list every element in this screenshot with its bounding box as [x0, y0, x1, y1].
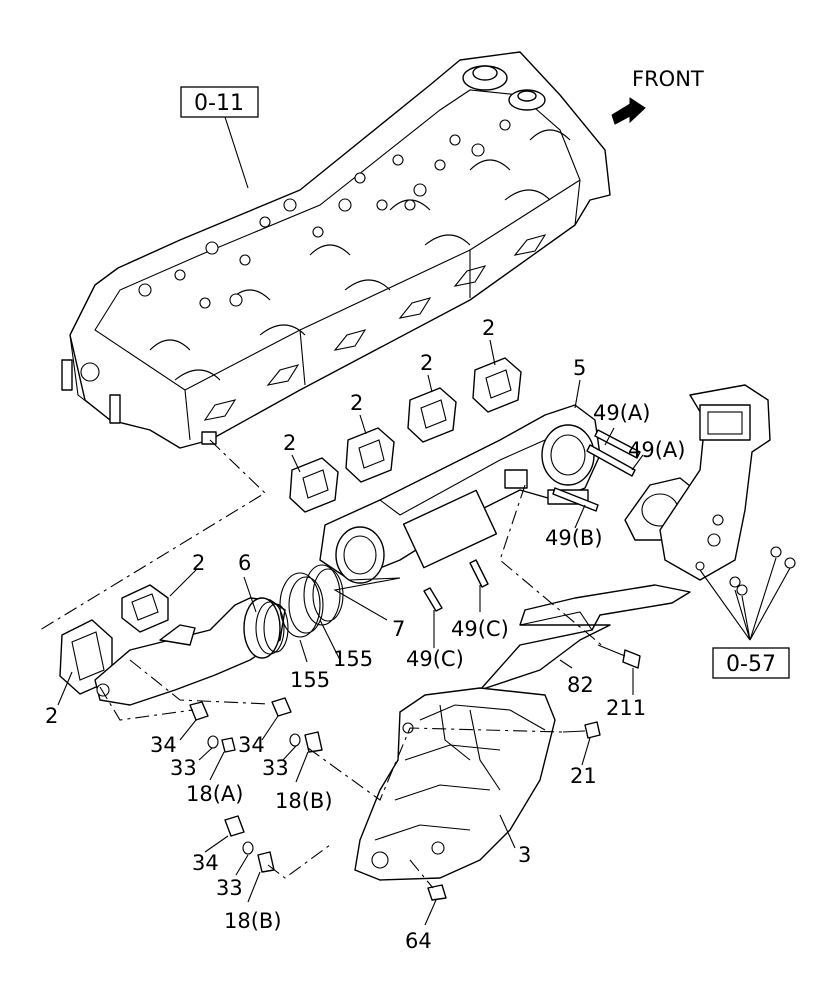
callout-spacer: 34 — [150, 733, 177, 757]
callout-bolt: 18(B) — [224, 909, 282, 933]
callout-bolt: 18(A) — [186, 782, 243, 806]
callout-stud: 49(C) — [406, 647, 464, 671]
connecting-pipe — [94, 597, 289, 706]
callout-pipe: 6 — [238, 551, 251, 575]
cylinder-head — [61, 51, 611, 449]
seal-rings — [279, 564, 344, 638]
callout-stud: 49(C) — [451, 617, 509, 641]
callout-gasket: 2 — [283, 431, 296, 455]
callout-gasket: 2 — [45, 704, 58, 728]
callout-manifold: 5 — [573, 356, 586, 380]
callout-shield: 82 — [567, 673, 594, 697]
callout-seal-ring: 7 — [392, 617, 405, 641]
callout-bolt: 18(B) — [275, 789, 333, 813]
callout-stud: 49(B) — [545, 526, 603, 550]
exhaust-manifold-front — [319, 404, 601, 584]
callout-washer: 33 — [262, 756, 289, 780]
callout-bolt: 211 — [606, 696, 646, 720]
callout-gasket: 2 — [482, 316, 495, 340]
front-indicator: FRONT — [611, 67, 704, 125]
assembly-lines — [39, 439, 606, 889]
callout-nut: 64 — [405, 929, 432, 953]
callout-spacer: 34 — [238, 733, 265, 757]
front-arrow-icon — [611, 97, 646, 125]
callout-washer: 33 — [216, 876, 243, 900]
callout-labels: 2 2 2 2 2 2 5 49(A) 49(A) 49(B) 49(C) 49… — [45, 316, 685, 953]
gaskets — [59, 357, 522, 695]
front-label: FRONT — [632, 67, 704, 91]
reference-box-turbo: 0-57 — [699, 557, 791, 679]
callout-bolt: 21 — [570, 764, 597, 788]
turbo-flange — [624, 384, 796, 596]
callout-gasket: 2 — [420, 351, 433, 375]
studs — [423, 429, 641, 612]
leader-lines — [57, 339, 644, 926]
callout-washer: 33 — [170, 756, 197, 780]
heat-shield — [479, 584, 691, 691]
callout-heat-cover: 3 — [518, 843, 531, 867]
heat-cover — [354, 687, 556, 881]
reference-label-turbo: 0-57 — [726, 652, 776, 677]
callout-stud: 49(A) — [628, 438, 685, 462]
callout-gasket: 2 — [350, 391, 363, 415]
reference-box-head: 0-11 — [180, 86, 259, 189]
callout-ring: 155 — [333, 647, 373, 671]
callout-stud: 49(A) — [593, 401, 650, 425]
callout-ring: 155 — [290, 668, 330, 692]
reference-label-head: 0-11 — [194, 91, 244, 116]
callout-spacer: 34 — [192, 851, 219, 875]
callout-gasket: 2 — [192, 551, 205, 575]
